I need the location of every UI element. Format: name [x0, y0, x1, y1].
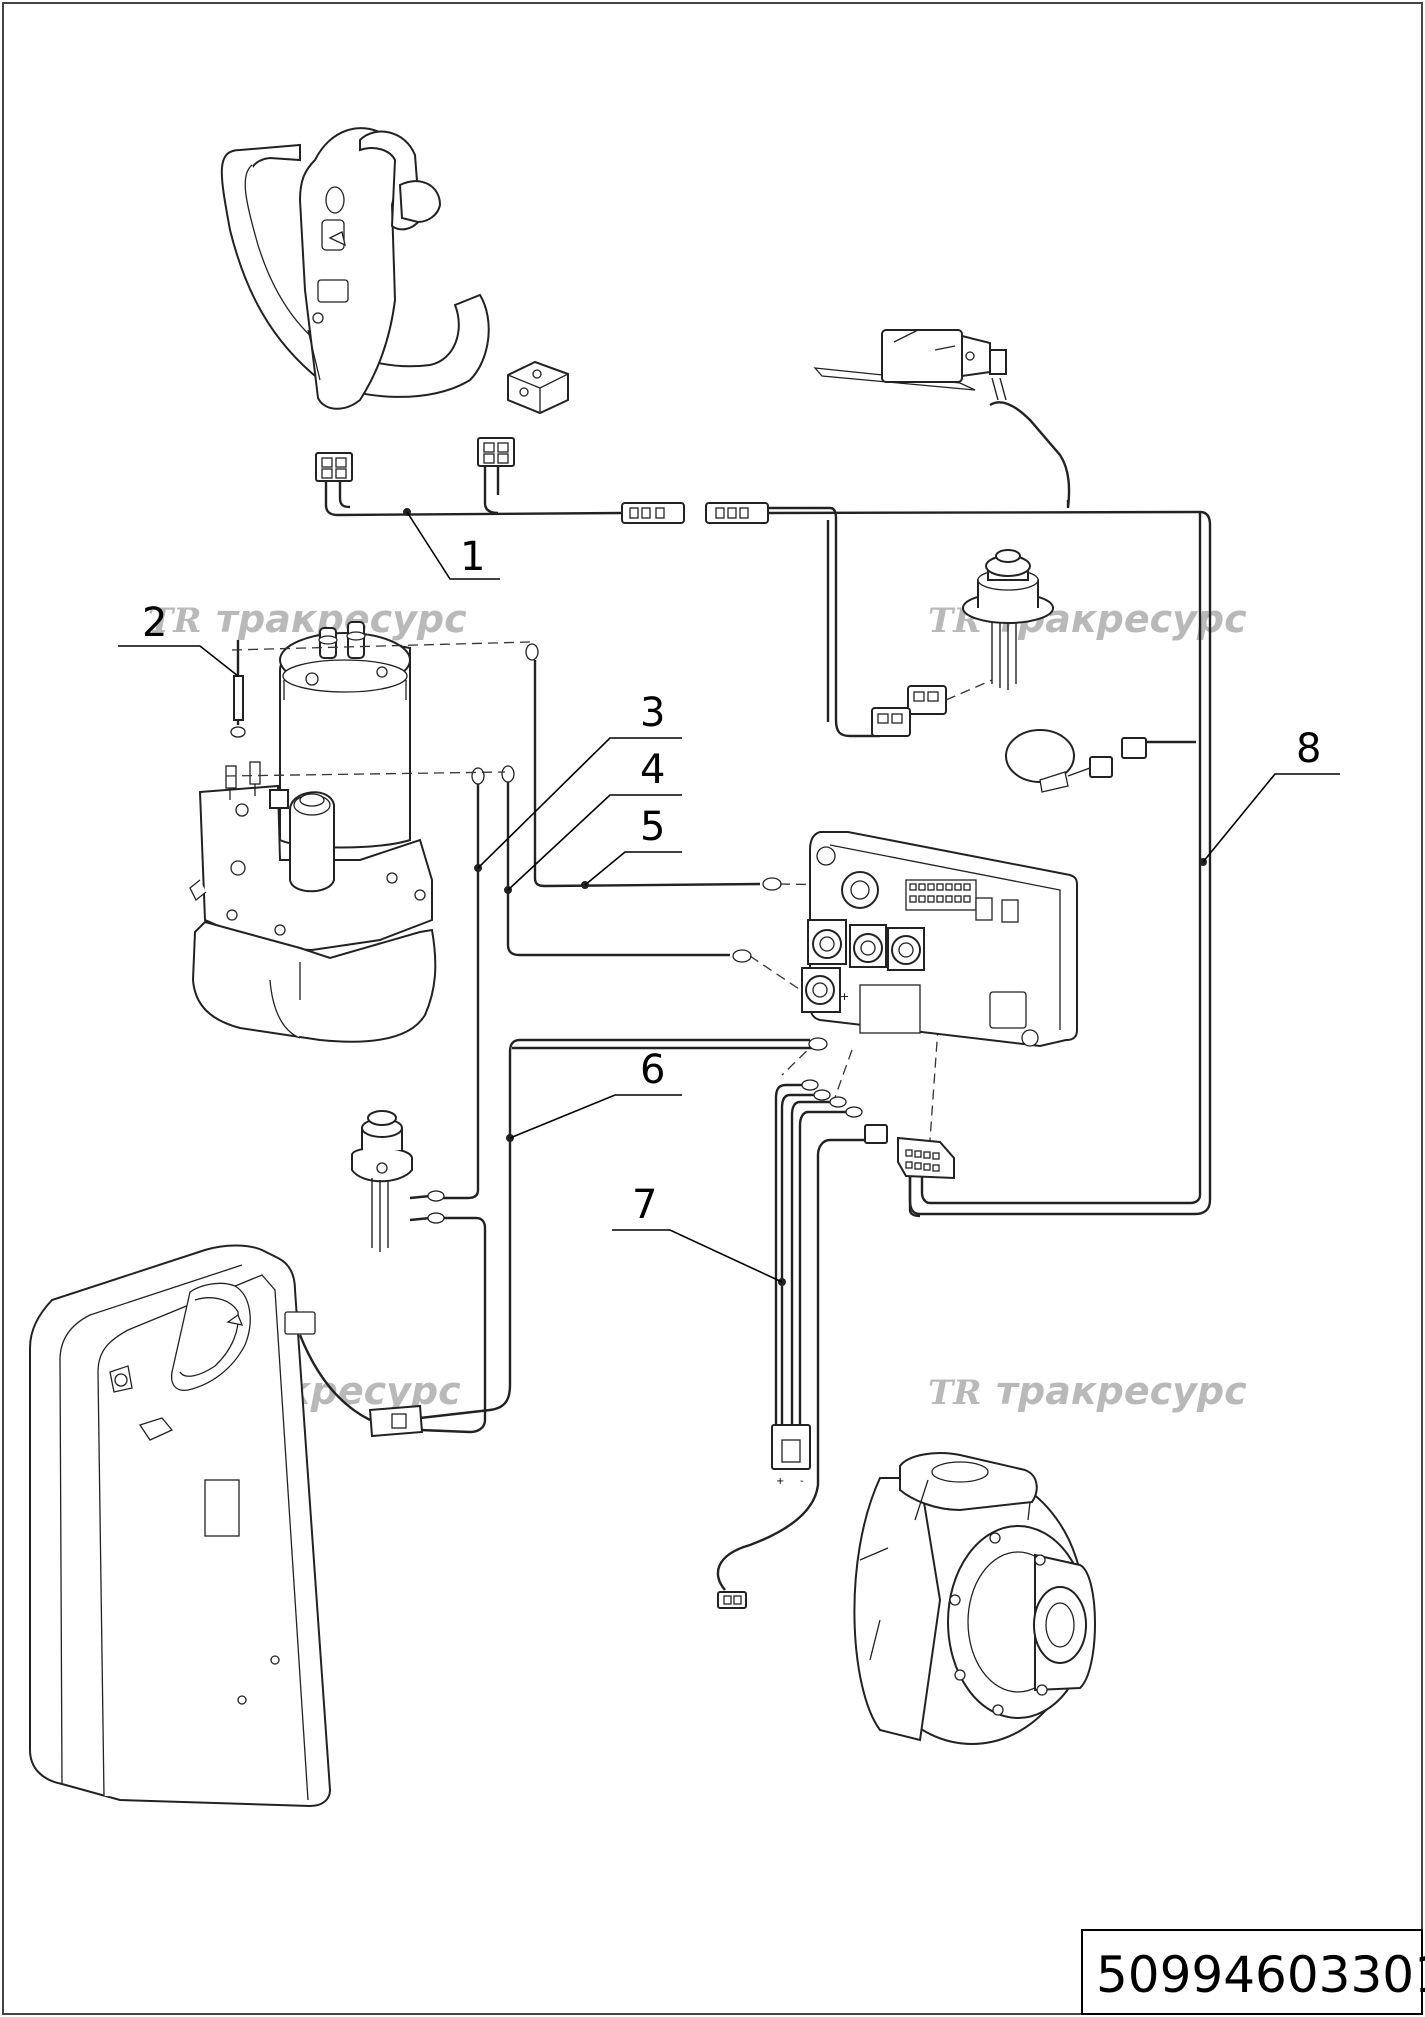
harness-1	[324, 401, 1212, 1216]
micro-switch	[813, 329, 1007, 401]
callout-2: 2	[118, 600, 239, 677]
cable-2	[230, 640, 246, 738]
watermark: TR тракресурс	[148, 597, 467, 641]
callout-7: 7	[612, 1182, 783, 1283]
oil-tank	[191, 920, 437, 1043]
part-number: 509946033013	[1096, 1946, 1425, 2004]
svg-text:6: 6	[640, 1047, 665, 1093]
harness-7: + -	[716, 1079, 888, 1609]
controller-terminal	[841, 871, 879, 909]
controller-terminal	[801, 967, 841, 1013]
watermark: TR тракресурс	[928, 1369, 1247, 1413]
cable-6	[419, 1037, 828, 1420]
svg-text:8: 8	[1296, 726, 1321, 772]
terminal-mark: -	[800, 1476, 804, 1487]
callout-4: 4	[507, 747, 682, 891]
battery	[29, 1244, 424, 1808]
battery-plug	[368, 1404, 424, 1438]
cable-3	[440, 767, 485, 1200]
cable-4	[501, 765, 752, 963]
terminal-mark: +	[840, 990, 849, 1003]
cable-5	[525, 643, 782, 891]
buzzer	[1005, 729, 1147, 793]
svg-text:2: 2	[142, 600, 167, 646]
drive-motor	[853, 1452, 1096, 1745]
part-number-box: 509946033013	[1081, 1929, 1425, 2015]
svg-text:5: 5	[640, 804, 665, 850]
connector-pair	[871, 679, 993, 737]
svg-text:тракресурс: тракресурс	[996, 1369, 1247, 1413]
key-switch-lower	[351, 1110, 487, 1434]
inline-connector	[621, 502, 685, 524]
svg-text:3: 3	[640, 690, 665, 736]
connector-plug	[717, 1591, 747, 1609]
controller-terminal	[849, 924, 887, 968]
svg-text:TR: TR	[928, 1373, 982, 1413]
tiller-handle	[220, 127, 490, 410]
connector-plug	[315, 452, 353, 482]
key-switch-upper	[962, 549, 1054, 690]
hydraulic-unit	[189, 761, 433, 952]
callout-6: 6	[509, 1047, 682, 1139]
connector-plug	[477, 437, 515, 467]
svg-text:4: 4	[640, 747, 665, 793]
controller-terminal	[887, 927, 925, 971]
svg-text:TR: TR	[148, 601, 202, 641]
svg-text:7: 7	[632, 1182, 657, 1228]
svg-text:1: 1	[460, 534, 485, 580]
controller: +	[801, 831, 1078, 1048]
callout-1: 1	[406, 511, 500, 580]
terminal-mark: +	[776, 1476, 784, 1487]
callout-3: 3	[477, 690, 682, 869]
connector-plug	[897, 1136, 955, 1218]
inline-connector	[705, 502, 769, 524]
callout-5: 5	[584, 804, 682, 886]
connector-plug	[771, 1424, 811, 1470]
controller-terminal	[807, 919, 847, 965]
callout-8: 8	[1202, 726, 1340, 863]
connector-block	[507, 360, 569, 415]
